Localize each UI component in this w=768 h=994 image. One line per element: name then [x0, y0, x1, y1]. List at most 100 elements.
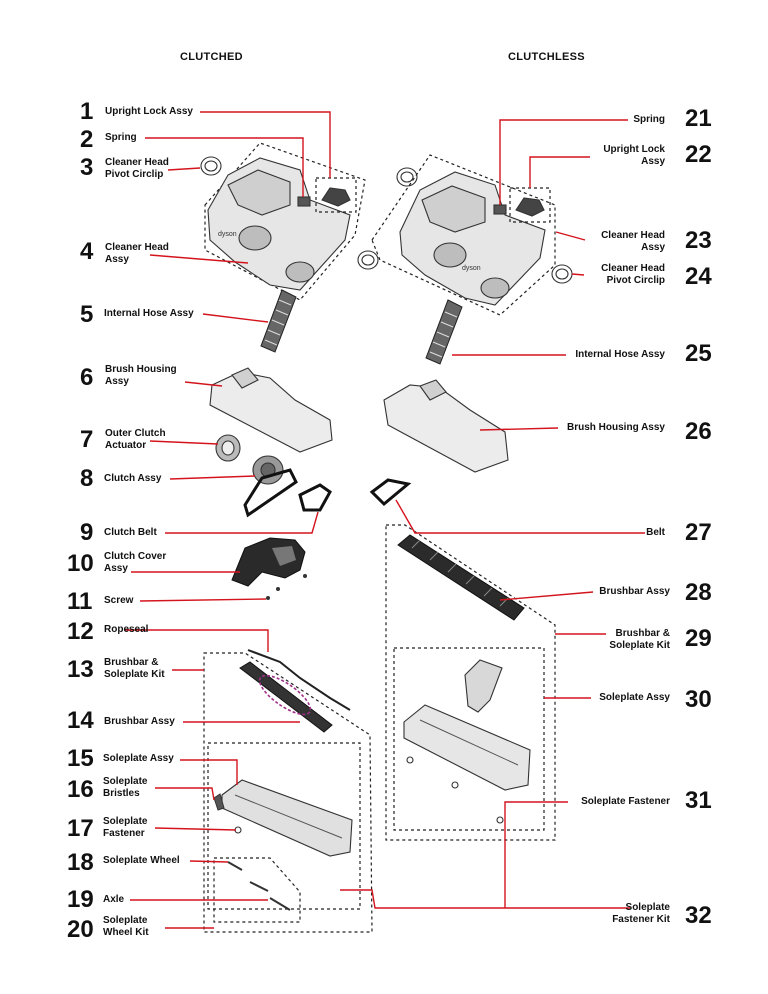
left-screw-part — [266, 574, 307, 600]
callout-number: 27 — [685, 519, 712, 546]
callout-number: 15 — [67, 745, 94, 772]
part-label: Cleaner Head Pivot Circlip — [601, 263, 665, 286]
left-upright-lock-part — [321, 187, 351, 207]
left-soleplate-part — [221, 779, 353, 857]
right-circlip-part — [396, 167, 418, 187]
callout-number: 29 — [685, 625, 712, 652]
part-label: Brushbar Assy — [104, 716, 175, 727]
left-soleplate-wheel-part — [227, 861, 291, 911]
callout-number: 10 — [67, 550, 94, 577]
part-label: Belt — [646, 527, 665, 538]
callout-number: 22 — [685, 141, 712, 168]
callout-number: 14 — [67, 707, 94, 734]
svg-text:dyson: dyson — [218, 231, 237, 238]
callout-number: 9 — [80, 519, 94, 546]
callout-number: 4 — [80, 238, 94, 265]
left-brushbar-soleplate-kit-outline — [203, 652, 373, 933]
left-spring-part — [297, 196, 311, 207]
callout-number: 7 — [80, 426, 94, 453]
part-label: Soleplate Wheel — [103, 855, 180, 866]
part-label: Screw — [104, 595, 134, 606]
part-label: Internal Hose Assy — [575, 349, 665, 360]
right-soleplate-part — [403, 659, 531, 791]
callout-number: 17 — [67, 815, 94, 842]
callout-number: 30 — [685, 686, 712, 713]
part-label: Cleaner Head Assy — [601, 230, 665, 253]
part-label: Cleaner Head Pivot Circlip — [105, 157, 169, 180]
right-brushbar-soleplate-kit-outline — [385, 524, 556, 841]
callout-number: 21 — [685, 105, 712, 132]
part-label: Ropeseal — [104, 624, 149, 635]
part-label: Brushbar & Soleplate Kit — [104, 657, 165, 680]
part-label: Soleplate Assy — [103, 753, 174, 764]
callout-number: 12 — [67, 618, 94, 645]
part-label: Soleplate Wheel Kit — [103, 915, 149, 938]
svg-text:dyson: dyson — [462, 265, 481, 272]
left-cleaner-head-part: dyson — [207, 157, 351, 291]
part-label: Outer Clutch Actuator — [105, 428, 166, 451]
part-label: Clutch Cover Assy — [104, 551, 167, 574]
callout-number: 31 — [685, 787, 712, 814]
right-soleplate-assy-outline — [393, 647, 545, 831]
callout-number: 13 — [67, 656, 94, 683]
part-label: Soleplate Fastener — [103, 816, 148, 839]
right-soleplate-fastener-part — [406, 756, 504, 824]
right-upright-lock-part — [515, 197, 545, 217]
callout-number: 16 — [67, 776, 94, 803]
left-soleplate-bristles-part — [213, 793, 225, 811]
clutched-header: CLUTCHED — [180, 51, 243, 63]
left-soleplate-wheel-kit-outline — [213, 857, 301, 923]
left-internal-hose-part — [260, 289, 297, 353]
callout-number: 3 — [80, 154, 94, 181]
part-label: Soleplate Assy — [599, 692, 670, 703]
part-label: Soleplate Bristles — [103, 776, 148, 799]
right-belt-part — [369, 478, 412, 507]
part-label: Soleplate Fastener Kit — [612, 902, 670, 925]
left-upright-lock-outline — [315, 177, 357, 213]
part-label: Soleplate Fastener — [581, 796, 670, 807]
right-internal-hose-part — [425, 299, 463, 365]
right-brush-housing-part — [383, 379, 509, 473]
part-label: Upright Lock Assy — [105, 106, 193, 117]
left-clutch-belt-part — [298, 483, 332, 512]
callout-number: 20 — [67, 916, 94, 943]
callout-number: 5 — [80, 301, 94, 328]
left-clutch-assy-part — [243, 455, 298, 518]
callout-number: 26 — [685, 418, 712, 445]
part-label: Spring — [633, 114, 665, 125]
part-label: Cleaner Head Assy — [105, 242, 169, 265]
callout-number: 8 — [80, 465, 94, 492]
right-cleaner-head-kit-outline — [371, 154, 556, 316]
part-label: Spring — [105, 132, 137, 143]
left-outer-clutch-actuator-part — [215, 434, 241, 462]
left-clutch-cover-part — [231, 537, 306, 587]
left-brushbar-part — [239, 661, 333, 733]
left-soleplate-assy-outline — [207, 742, 361, 910]
left-ropeseal-part — [247, 649, 351, 711]
callout-number: 24 — [685, 263, 712, 290]
callout-number: 18 — [67, 849, 94, 876]
right-circlip-lower-part — [357, 250, 379, 270]
callout-number: 25 — [685, 340, 712, 367]
right-spring-part — [493, 204, 507, 215]
callout-number: 1 — [80, 98, 94, 125]
part-label: Brushbar & Soleplate Kit — [609, 628, 670, 651]
part-label: Clutch Assy — [104, 473, 162, 484]
callout-number: 28 — [685, 579, 712, 606]
callout-number: 6 — [80, 364, 94, 391]
left-brush-housing-part — [209, 367, 333, 453]
part-label: Internal Hose Assy — [104, 308, 194, 319]
part-label: Brushbar Assy — [599, 586, 670, 597]
part-label: Axle — [103, 894, 125, 905]
right-brushbar-part — [397, 534, 525, 621]
leader-lines — [125, 111, 645, 929]
part-label: Brush Housing Assy — [105, 364, 177, 387]
callout-number: 11 — [67, 588, 93, 615]
part-label: Brush Housing Assy — [567, 422, 665, 433]
part-label: Clutch Belt — [104, 527, 157, 538]
callout-number: 32 — [685, 902, 712, 929]
right-cleaner-head-part: dyson — [399, 171, 546, 306]
right-circlip-side-part — [551, 264, 573, 284]
part-label: Upright Lock Assy — [603, 144, 665, 167]
